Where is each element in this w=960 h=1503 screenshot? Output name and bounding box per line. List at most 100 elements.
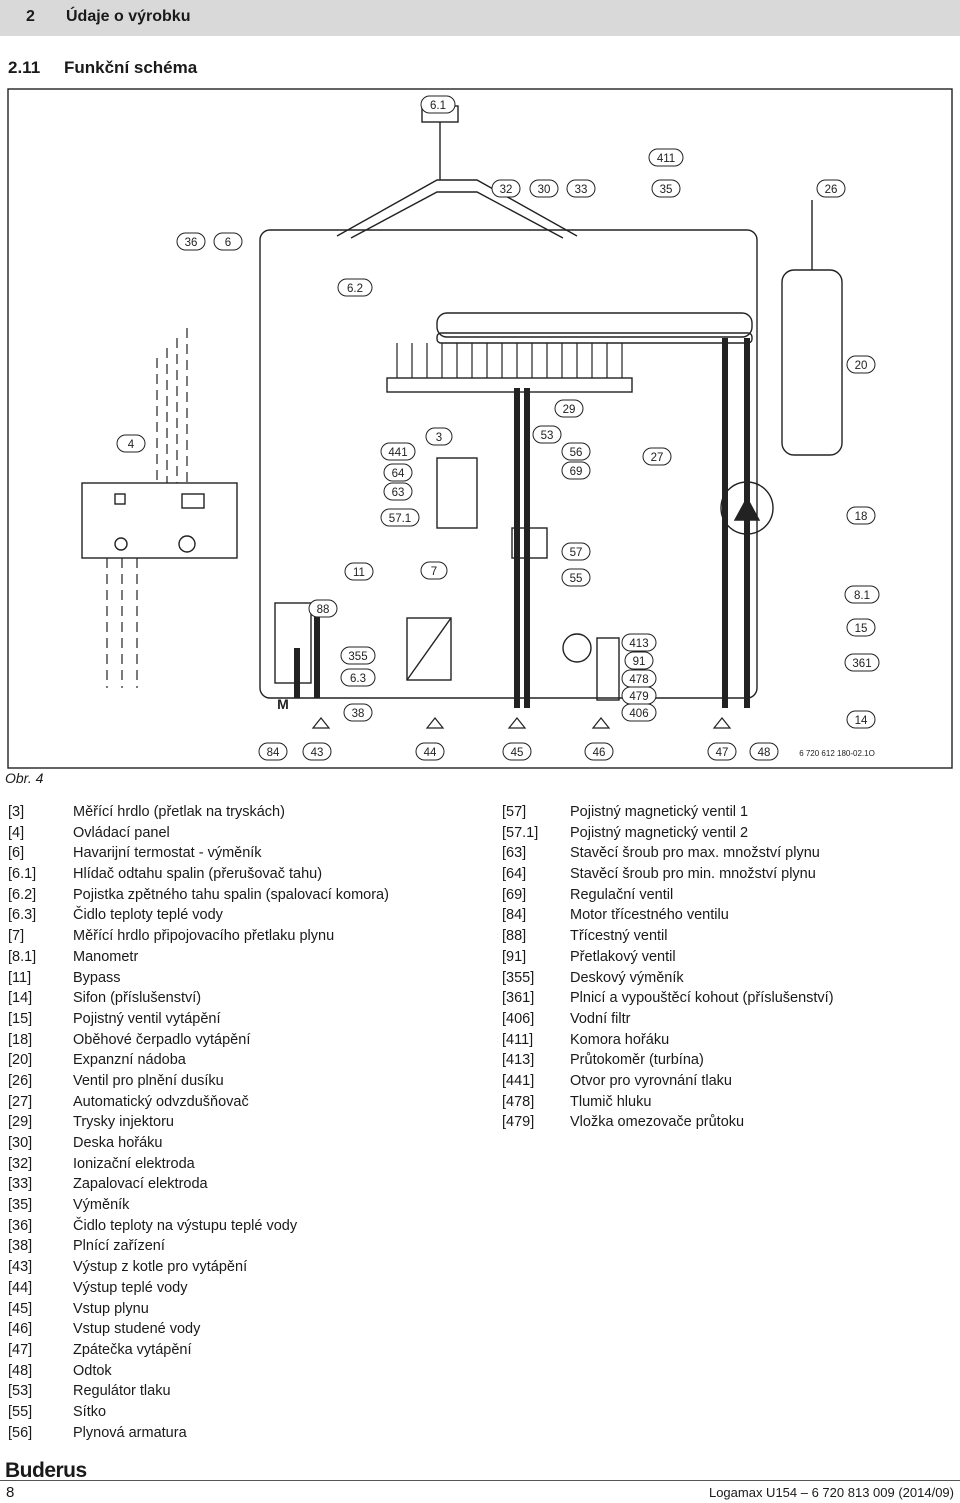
svg-text:355: 355 <box>348 651 367 663</box>
callout-479: 479 <box>621 686 657 705</box>
svg-text:478: 478 <box>629 674 648 686</box>
legend-text: Plnící zařízení <box>73 1238 165 1255</box>
legend-key: [44] <box>8 1279 33 1296</box>
legend-text: Automatický odvzdušňovač <box>73 1093 249 1110</box>
callout-57: 57 <box>561 542 591 561</box>
callout-361: 361 <box>844 653 880 672</box>
diagram-frame <box>7 88 953 769</box>
legend-text: Ventil pro plnění dusíku <box>73 1072 224 1089</box>
legend-key: [6] <box>8 845 25 862</box>
legend-key: [27] <box>8 1093 33 1110</box>
callout-413: 413 <box>621 633 657 652</box>
svg-text:15: 15 <box>855 623 868 635</box>
callout-46: 46 <box>584 742 614 761</box>
svg-text:27: 27 <box>651 452 664 464</box>
legend-key: [7] <box>8 928 25 945</box>
legend-key: [43] <box>8 1259 33 1276</box>
chapter-number: 2 <box>26 8 35 25</box>
callout-69: 69 <box>561 461 591 480</box>
legend-text: Ovládací panel <box>73 824 170 841</box>
legend-text: Stavěcí šroub pro min. množství plynu <box>570 866 816 883</box>
callout-6.2: 6.2 <box>337 278 373 297</box>
legend-text: Stavěcí šroub pro max. množství plynu <box>570 845 820 862</box>
callout-411: 411 <box>648 148 684 167</box>
callout-406: 406 <box>621 703 657 722</box>
callout-47: 47 <box>707 742 737 761</box>
callout-56: 56 <box>561 442 591 461</box>
plate-exchanger <box>406 617 452 681</box>
legend-key: [479] <box>502 1114 535 1131</box>
legend-key: [56] <box>8 1424 33 1441</box>
legend-key: [33] <box>8 1176 33 1193</box>
callout-20: 20 <box>846 355 876 374</box>
svg-text:6.2: 6.2 <box>347 283 363 295</box>
legend-text: Deska hořáku <box>73 1135 163 1151</box>
boiler-casing <box>259 229 758 699</box>
callout-6.3: 6.3 <box>340 668 376 687</box>
svg-text:47: 47 <box>716 747 729 759</box>
legend-key: [38] <box>8 1238 33 1255</box>
legend-key: [4] <box>8 824 25 841</box>
callout-3: 3 <box>425 427 453 446</box>
callout-6.1: 6.1 <box>420 95 456 114</box>
legend-text: Přetlakový ventil <box>570 948 676 965</box>
svg-text:479: 479 <box>629 691 648 703</box>
legend-key: [20] <box>8 1052 33 1069</box>
legend-text: Regulační ventil <box>570 886 674 903</box>
legend-key: [14] <box>8 990 33 1007</box>
legend-key: [46] <box>8 1321 33 1338</box>
document-reference: Logamax U154 – 6 720 813 009 (2014/09) <box>708 1485 954 1500</box>
callout-55: 55 <box>561 568 591 587</box>
callout-29: 29 <box>554 399 584 418</box>
callout-44: 44 <box>415 742 445 761</box>
svg-text:7: 7 <box>431 566 437 578</box>
svg-text:38: 38 <box>352 708 365 720</box>
legend-key: [355] <box>502 969 535 986</box>
legend-key: [84] <box>502 907 527 924</box>
svg-text:33: 33 <box>575 184 588 196</box>
callout-35: 35 <box>651 179 681 198</box>
legend-key: [413] <box>502 1052 535 1069</box>
callout-4: 4 <box>116 434 146 453</box>
svg-text:45: 45 <box>511 747 524 759</box>
legend-text: Pojistný magnetický ventil 2 <box>570 824 749 841</box>
legend-text: Třícestný ventil <box>570 928 668 945</box>
legend-text: Vložka omezovače průtoku <box>570 1114 745 1131</box>
legend-text: Zpátečka vytápění <box>73 1341 192 1358</box>
legend-text: Tlumič hluku <box>570 1093 652 1110</box>
svg-text:413: 413 <box>629 638 648 650</box>
callout-63: 63 <box>383 482 413 501</box>
legend-text: Pojistka zpětného tahu spalin (spalovací… <box>73 886 389 903</box>
legend-key: [91] <box>502 948 527 965</box>
svg-text:55: 55 <box>570 573 583 585</box>
svg-text:6: 6 <box>225 237 231 249</box>
callout-33: 33 <box>566 179 596 198</box>
legend-text: Motor třícestného ventilu <box>570 907 729 924</box>
legend-text: Manometr <box>73 948 139 965</box>
legend-text: Komora hořáku <box>570 1031 670 1048</box>
motor-label: M <box>277 696 289 712</box>
legend-key: [36] <box>8 1217 33 1234</box>
svg-text:36: 36 <box>185 237 198 249</box>
heat-exchanger <box>436 312 753 338</box>
callout-57.1: 57.1 <box>380 508 420 527</box>
legend-text: Deskový výměník <box>570 969 684 986</box>
burner-fins <box>396 343 623 378</box>
callout-43: 43 <box>302 742 332 761</box>
svg-text:44: 44 <box>424 747 437 759</box>
legend-key: [441] <box>502 1072 535 1089</box>
svg-text:4: 4 <box>128 439 135 451</box>
legend-key: [48] <box>8 1362 33 1379</box>
svg-text:43: 43 <box>311 747 324 759</box>
callout-53: 53 <box>532 425 562 444</box>
expansion-vessel <box>781 269 843 456</box>
callout-7: 7 <box>420 561 448 580</box>
legend-key: [15] <box>8 1010 33 1027</box>
legend-text: Čidlo teploty teplé vody <box>73 907 223 924</box>
legend-key: [29] <box>8 1114 33 1131</box>
callout-84: 84 <box>258 742 288 761</box>
legend-text: Měřící hrdlo připojovacího přetlaku plyn… <box>73 928 335 945</box>
svg-text:30: 30 <box>538 184 551 196</box>
legend-text: Vstup plynu <box>73 1300 149 1317</box>
svg-text:406: 406 <box>629 708 648 720</box>
